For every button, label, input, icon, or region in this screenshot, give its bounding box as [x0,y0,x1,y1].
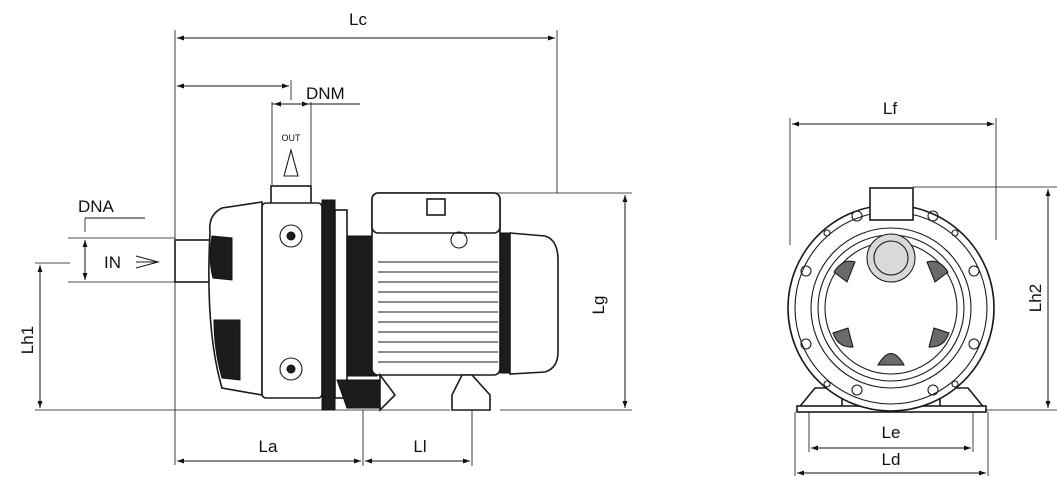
outlet-label: OUT [282,133,302,143]
lh1-label: Lh1 [18,326,37,354]
lf-label: Lf [883,99,897,118]
la-label: La [259,437,278,456]
pump-side-illustration [174,185,559,412]
side-view: Lc DNM DNA IN OUT Lh1 Lg La Ll [18,10,632,466]
outlet-arrow-icon [283,147,299,177]
ll-label: Ll [413,437,426,456]
dnm-label: DNM [306,84,345,103]
lh2-label: Lh2 [1026,284,1045,312]
front-view: Lf Lh2 Le Ld [787,99,1057,476]
inlet-label: IN [104,253,121,272]
pump-front-illustration [787,187,995,413]
lc-label: Lc [349,10,367,29]
le-label: Le [882,423,901,442]
lg-label: Lg [589,296,608,315]
bolt-holes [800,210,980,396]
ld-label: Ld [882,450,901,469]
inlet-arrow-icon [135,255,161,269]
dna-label: DNA [78,197,115,216]
